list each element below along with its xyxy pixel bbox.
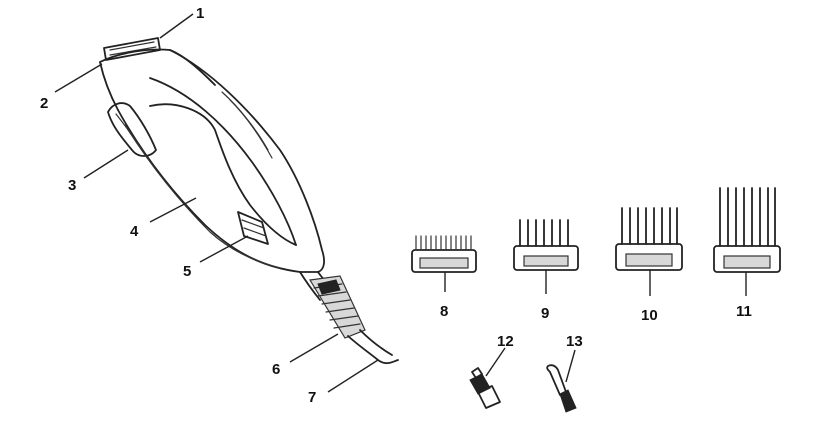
guide-comb-11 [713,187,781,296]
label-3: 3 [68,177,76,194]
label-2: 2 [40,95,48,112]
label-11: 11 [736,303,752,320]
cleaning-brush-icon [546,349,577,413]
leader-lines [54,13,379,393]
label-9: 9 [541,305,549,322]
label-10: 10 [641,307,658,324]
label-12: 12 [497,333,514,350]
oil-bottle-icon [469,347,506,409]
guide-comb-10 [615,207,683,296]
guide-comb-8 [411,235,477,292]
label-1: 1 [196,5,204,22]
label-4: 4 [130,223,139,240]
label-8: 8 [440,303,448,320]
label-5: 5 [183,263,191,280]
guide-comb-9 [513,219,579,294]
hair-clipper-icon [99,37,399,365]
label-13: 13 [566,333,583,350]
label-7: 7 [308,389,316,406]
label-6: 6 [272,361,280,378]
